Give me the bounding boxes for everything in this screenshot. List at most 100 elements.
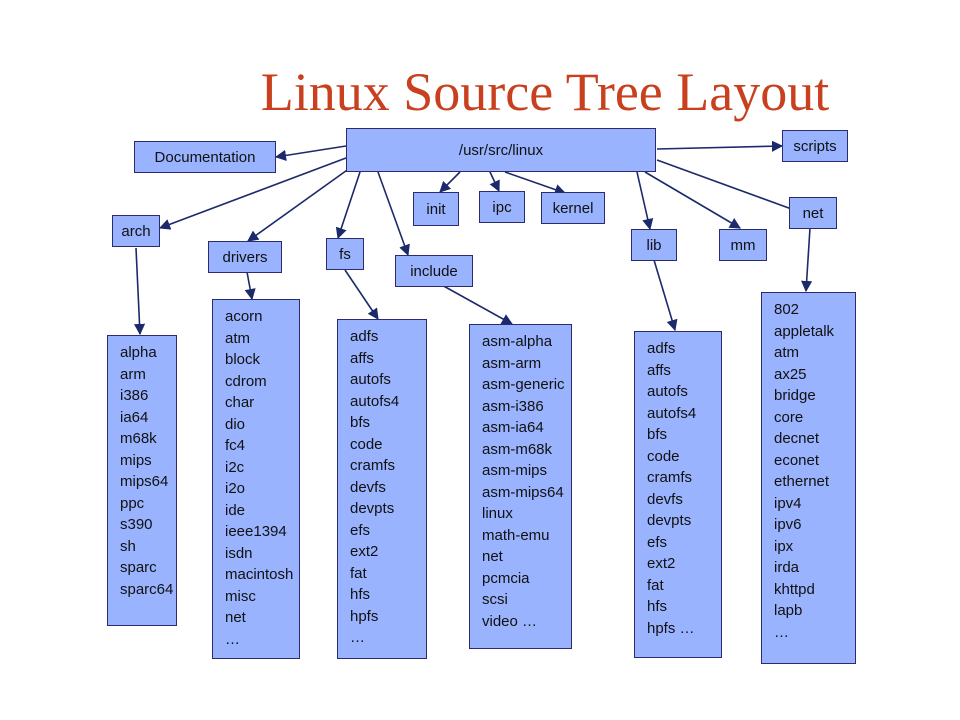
list-item: devfs bbox=[647, 490, 683, 508]
list-item: i386 bbox=[120, 387, 149, 404]
arrow-root-net bbox=[656, 159, 810, 217]
list-item: ieee1394 bbox=[225, 523, 287, 540]
list-item: atm bbox=[774, 344, 800, 361]
list-item: ext2 bbox=[350, 543, 379, 560]
list-item: hpfs bbox=[350, 607, 379, 625]
list-item: adfs bbox=[647, 340, 676, 357]
node-include: include bbox=[395, 255, 473, 287]
node-net-label: net bbox=[802, 204, 824, 222]
list-item: appletalk bbox=[774, 322, 835, 340]
list-item: affs bbox=[350, 349, 374, 367]
list-item: ext2 bbox=[647, 555, 676, 572]
list-item: net bbox=[482, 548, 503, 565]
list-item: autofs4 bbox=[350, 392, 400, 410]
list-item: sparc bbox=[120, 559, 157, 576]
arrow-root-drivers bbox=[247, 167, 351, 242]
list-item: asm-alpha bbox=[482, 333, 553, 350]
node-scripts: scripts bbox=[782, 130, 848, 162]
list-item: atm bbox=[225, 329, 251, 347]
list-item: autofs4 bbox=[647, 404, 697, 422]
list-item: char bbox=[225, 394, 255, 411]
list-item: ppc bbox=[120, 494, 145, 512]
list-item: fat bbox=[350, 564, 367, 582]
node-arch-label: arch bbox=[121, 222, 151, 240]
list-item: math-emu bbox=[482, 526, 550, 544]
list-item: hfs bbox=[350, 586, 371, 603]
list-item: devpts bbox=[647, 512, 692, 529]
arrow-root-documentation bbox=[274, 145, 347, 161]
list-item: ipv4 bbox=[774, 494, 802, 512]
list-item: asm-mips64 bbox=[482, 483, 564, 501]
list-item: acorn bbox=[225, 308, 263, 325]
list-item: ia64 bbox=[120, 408, 149, 426]
list-item: asm-i386 bbox=[482, 397, 544, 415]
list-item: asm-generic bbox=[482, 376, 565, 393]
list-item: asm-ia64 bbox=[482, 419, 544, 436]
list-item: fat bbox=[647, 576, 664, 594]
list-item: m68k bbox=[120, 430, 157, 447]
arrow-root-mm bbox=[644, 171, 741, 229]
list-item: isdn bbox=[225, 544, 253, 562]
list-item: devpts bbox=[350, 500, 395, 517]
list-item: macintosh bbox=[225, 566, 294, 583]
list-item: decnet bbox=[774, 430, 820, 447]
list-item: sparc64 bbox=[120, 580, 174, 598]
node-ipc: ipc bbox=[479, 191, 525, 223]
arrow-arch-list bbox=[133, 247, 146, 336]
list-item: cramfs bbox=[647, 469, 692, 486]
node-mm: mm bbox=[719, 229, 767, 261]
arrow-root-fs bbox=[335, 171, 361, 240]
list-item: i2c bbox=[225, 458, 245, 476]
list-item: ide bbox=[225, 501, 246, 519]
arrow-root-include bbox=[377, 171, 410, 257]
list-item: dio bbox=[225, 415, 246, 433]
node-fs-label: fs bbox=[339, 245, 351, 263]
node-lib: lib bbox=[631, 229, 677, 261]
list-item: bridge bbox=[774, 387, 816, 404]
list-item: pcmcia bbox=[482, 569, 530, 587]
page-title: Linux Source Tree Layout bbox=[260, 62, 830, 122]
arrow-root-kernel bbox=[504, 171, 567, 195]
node-net: net bbox=[789, 197, 837, 229]
arrow-fs-list bbox=[344, 269, 379, 320]
arrow-root-init bbox=[439, 171, 461, 193]
list-item: video … bbox=[482, 612, 538, 630]
list-item: net bbox=[225, 609, 246, 626]
list-item: ethernet bbox=[774, 473, 830, 490]
list-item: code bbox=[647, 447, 680, 465]
list-item: affs bbox=[647, 361, 671, 379]
list-item: efs bbox=[647, 533, 668, 551]
list-item: s390 bbox=[120, 516, 153, 533]
list-item: misc bbox=[225, 587, 256, 605]
list-item: core bbox=[774, 408, 804, 426]
list-item: sh bbox=[120, 537, 136, 555]
list-item: efs bbox=[350, 521, 371, 539]
list-item: scsi bbox=[482, 591, 508, 608]
node-drivers: drivers bbox=[208, 241, 282, 273]
arrow-root-scripts bbox=[656, 140, 784, 152]
node-arch: arch bbox=[112, 215, 160, 247]
node-lib-label: lib bbox=[646, 236, 662, 254]
list-item: fc4 bbox=[225, 437, 246, 454]
list-item: devfs bbox=[350, 478, 386, 496]
list-item: … bbox=[350, 629, 365, 646]
arrow-root-arch bbox=[158, 157, 347, 230]
arrow-net-list bbox=[801, 227, 813, 293]
list-item: mips bbox=[120, 451, 152, 469]
list-item: linux bbox=[482, 505, 513, 522]
list-item: khttpd bbox=[774, 580, 815, 598]
list-item: ax25 bbox=[774, 365, 807, 383]
list-item: autofs bbox=[647, 383, 688, 400]
list-item: arm bbox=[120, 365, 146, 383]
list-item: … bbox=[225, 630, 240, 648]
list-item: mips64 bbox=[120, 473, 169, 490]
arrow-lib-list bbox=[653, 259, 678, 332]
node-init: init bbox=[413, 192, 459, 226]
list-item: asm-m68k bbox=[482, 440, 553, 458]
